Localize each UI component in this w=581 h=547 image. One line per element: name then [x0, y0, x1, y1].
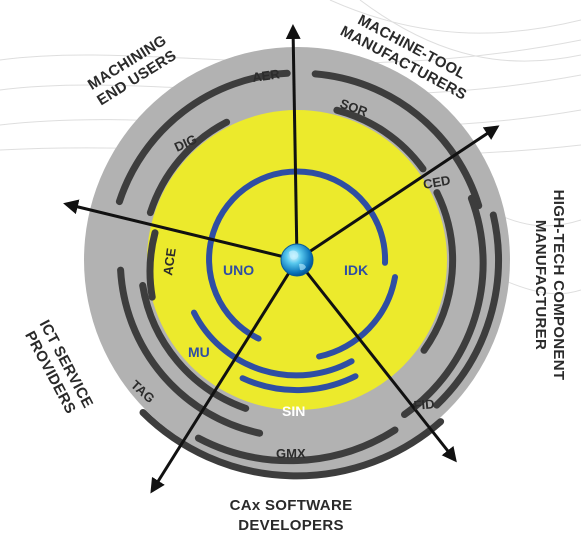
axis-arrows — [63, 24, 500, 494]
partner-ace: ACE — [160, 247, 179, 277]
arrow-machine-tool — [285, 24, 301, 261]
partner-sin: SIN — [282, 403, 305, 419]
category-high-tech-component-manufacturer: HIGH-TECH COMPONENT MANUFACTURER — [532, 190, 567, 381]
partner-aer: AER — [251, 66, 281, 85]
inner-arcs — [191, 168, 398, 394]
globe-icon — [280, 243, 314, 277]
category-line-1: HIGH-TECH COMPONENT — [550, 190, 567, 381]
partner-fid: FID — [413, 396, 435, 413]
arrow-machining-users — [63, 199, 298, 262]
outer-arcs — [115, 69, 502, 480]
partner-uno: UNO — [223, 262, 254, 278]
category-line-2: MANUFACTURER — [532, 220, 549, 350]
category-ict-service-providers: ICT SERVICE PROVIDERS — [21, 317, 96, 417]
category-line-1: CAx SOFTWARE — [230, 497, 353, 514]
arrow-cax — [295, 259, 457, 463]
category-cax-software-developers: CAx SOFTWARE DEVELOPERS — [230, 497, 353, 534]
partner-gmx: GMX — [276, 446, 306, 461]
partner-ced: CED — [422, 172, 452, 192]
arrow-high-tech — [296, 125, 500, 262]
partner-idk: IDK — [344, 262, 368, 278]
partner-mu: MU — [188, 344, 210, 360]
category-line-2: DEVELOPERS — [238, 517, 344, 534]
arrow-ict — [150, 259, 299, 494]
